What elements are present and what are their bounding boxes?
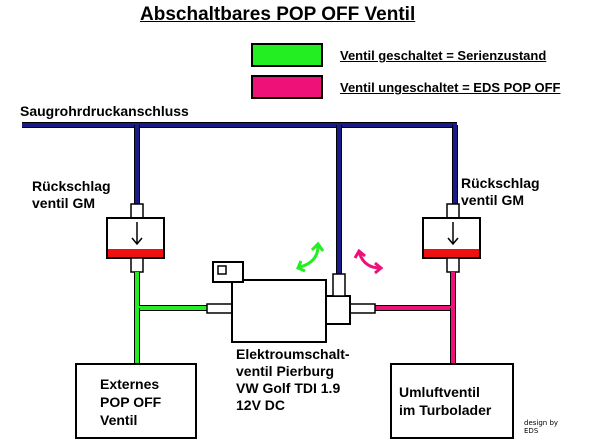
external-popoff-line2: POP OFF [100, 394, 162, 410]
green-line [134, 272, 234, 364]
check-valve-left-line1: Rückschlag [32, 178, 111, 194]
pink-switch-arrow [353, 248, 384, 275]
check-valve-right [422, 203, 481, 273]
credit-line2: EDS [524, 427, 539, 435]
solenoid-line1: Elektroumschalt- [236, 346, 350, 362]
manifold-label: Saugrohrdruckanschluss [20, 103, 189, 119]
diagram-title: Abschaltbares POP OFF Ventil [140, 4, 416, 25]
legend-green-swatch [251, 43, 323, 67]
vacuum-lines [22, 122, 458, 275]
legend-pink-label: Ventil ungeschaltet = EDS POP OFF [340, 80, 561, 95]
legend-green-label: Ventil geschaltet = Serienzustand [340, 48, 547, 63]
external-popoff-line3: Ventil [100, 412, 138, 428]
solenoid-valve [212, 261, 351, 343]
solenoid-label: Elektroumschalt- ventil Pierburg VW Golf… [236, 346, 350, 414]
check-valve-right-label: Rückschlag ventil GM [461, 175, 540, 209]
design-credit: design by EDS [524, 419, 558, 435]
solenoid-line2: ventil Pierburg [236, 363, 335, 379]
turbo-bypass-line1: Umluftventil [399, 384, 480, 400]
solenoid-line4: 12V DC [236, 397, 286, 413]
solenoid-line3: VW Golf TDI 1.9 [236, 380, 341, 396]
external-popoff-label: Externes POP OFF Ventil [100, 375, 161, 429]
check-valve-left [106, 203, 165, 273]
external-popoff-line1: Externes [100, 376, 160, 392]
external-popoff-box: Externes POP OFF Ventil [75, 363, 197, 439]
turbo-bypass-valve-box: Umluftventil im Turbolader [390, 363, 514, 439]
check-valve-right-line2: ventil GM [461, 192, 525, 208]
credit-line1: design by [524, 419, 559, 427]
check-valve-right-line1: Rückschlag [461, 175, 540, 191]
pink-line [349, 272, 456, 364]
green-switch-arrow [296, 241, 325, 273]
turbo-bypass-label: Umluftventil im Turbolader [399, 383, 491, 419]
check-valve-left-line2: ventil GM [32, 195, 96, 211]
turbo-bypass-line2: im Turbolader [399, 402, 492, 418]
legend-pink-swatch [251, 75, 323, 99]
check-valve-left-label: Rückschlag ventil GM [32, 178, 111, 212]
